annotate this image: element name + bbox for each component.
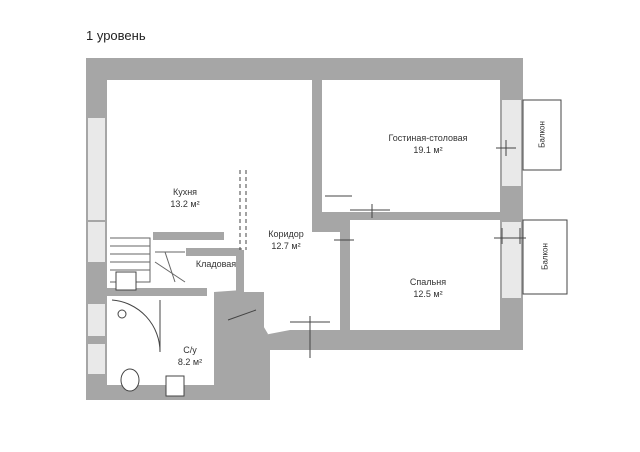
wall-living-bedroom: [340, 212, 500, 220]
balcony-upper-label: Балкон: [537, 121, 547, 148]
bedroom-area: 12.5 м²: [413, 289, 443, 299]
label-living: Гостиная-столовая 19.1 м²: [376, 132, 480, 156]
window-left-2: [88, 222, 105, 262]
vent-box: [115, 271, 137, 291]
bedroom-name: Спальня: [409, 277, 447, 287]
wall-bath-top: [107, 288, 207, 296]
living-area: 19.1 м²: [413, 145, 443, 155]
sink-icon: [165, 375, 185, 397]
drain: [117, 309, 127, 319]
outer-walls: [86, 58, 523, 400]
label-kitchen: Кухня 13.2 м²: [160, 186, 210, 210]
corridor-area: 12.7 м²: [271, 241, 301, 251]
window-right-2: [502, 222, 521, 298]
window-left-4: [88, 344, 105, 374]
wall-kitchen-corridor: [312, 80, 322, 190]
living-name: Гостиная-столовая: [388, 133, 468, 143]
kitchen-area: 13.2 м²: [170, 199, 200, 209]
bathroom-name: С/у: [183, 345, 197, 355]
balcony-lower-label: Балкон: [540, 243, 550, 270]
door-marks: [227, 140, 526, 358]
wall-storage-right: [236, 250, 244, 300]
kitchen-name: Кухня: [172, 187, 198, 197]
wall-corridor-bedroom: [340, 238, 350, 330]
wall-storage-top: [186, 248, 242, 256]
toilet-icon: [120, 368, 140, 392]
label-bedroom: Спальня 12.5 м²: [396, 276, 460, 300]
shower-arc: [111, 299, 161, 353]
wall-bath-diagonal: [214, 290, 268, 340]
window-left-1: [88, 118, 105, 220]
label-storage: Кладовая: [192, 258, 240, 270]
label-bathroom: С/у 8.2 м²: [168, 344, 212, 368]
balcony-lower: [522, 219, 568, 295]
staircase: [110, 237, 186, 283]
label-corridor: Коридор 12.7 м²: [258, 228, 314, 252]
balcony-upper: [522, 99, 562, 171]
storage-name: Кладовая: [195, 259, 237, 269]
wall-bath-right: [262, 336, 270, 400]
corridor-name: Коридор: [268, 229, 304, 239]
window-left-3: [88, 304, 105, 336]
bathroom-area: 8.2 м²: [177, 357, 203, 367]
level-title: 1 уровень: [86, 28, 146, 43]
window-right-1: [502, 100, 521, 186]
